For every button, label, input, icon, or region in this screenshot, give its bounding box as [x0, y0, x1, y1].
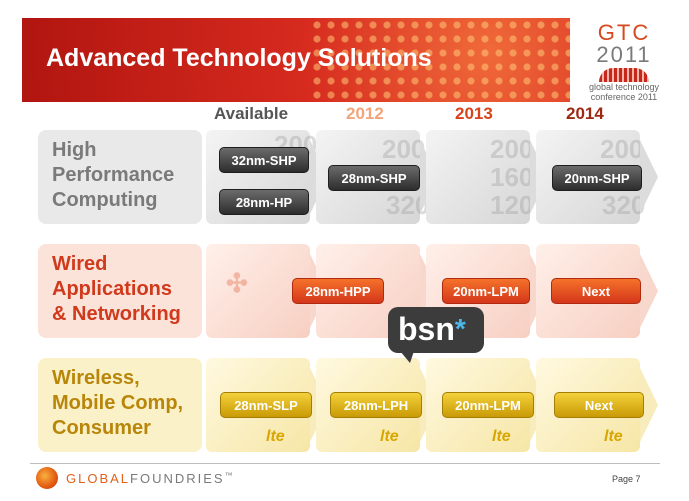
row-label-line: Consumer — [52, 417, 151, 439]
globe-icon — [599, 68, 649, 82]
row-label-line: Performance — [52, 164, 175, 186]
footer-divider — [30, 463, 660, 464]
node-20nm-shp[interactable]: 20nm-SHP — [552, 165, 642, 191]
column-header-available: Available — [214, 104, 289, 123]
row-label-line: High — [52, 139, 97, 161]
node-28nm-hp[interactable]: 28nm-HP — [219, 189, 309, 215]
node-20nm-lpm-wireless[interactable]: 20nm-LPM — [442, 392, 534, 418]
row-label-line: & Networking — [52, 303, 181, 325]
node-28nm-hpp[interactable]: 28nm-HPP — [292, 278, 384, 304]
watermark-text: bsn — [398, 311, 455, 347]
node-20nm-lpm-wired[interactable]: 20nm-LPM — [442, 278, 530, 304]
trademark: ™ — [224, 471, 235, 480]
row-hpc: High Performance Computing 200 200 320 2… — [38, 130, 674, 230]
row-label-line: Mobile Comp, — [52, 392, 184, 414]
row-label-line: Applications — [52, 278, 173, 300]
logo-gtc: GTC — [597, 20, 651, 45]
brand-part-foundries: FOUNDRIES — [130, 471, 225, 486]
brand-name: GLOBALFOUNDRIES™ — [66, 471, 235, 486]
lte-icon: lte — [492, 428, 511, 445]
globalfoundries-logo-icon — [36, 467, 58, 489]
row-label-hpc: High Performance Computing — [38, 130, 202, 224]
page-number: Page 7 — [612, 474, 641, 484]
gauge-digit: 200 — [600, 134, 644, 164]
lte-icon: lte — [604, 428, 623, 445]
asterisk-icon: * — [454, 313, 466, 344]
row-label-line: Wired — [52, 253, 108, 275]
lte-icon: lte — [266, 428, 285, 445]
row-label-line: Computing — [52, 189, 158, 211]
row-label-wireless: Wireless, Mobile Comp, Consumer — [38, 358, 202, 452]
node-next-wireless[interactable]: Next — [554, 392, 644, 418]
column-header-2014: 2014 — [566, 104, 604, 123]
gauge-digit: 160 — [490, 162, 534, 192]
node-32nm-shp[interactable]: 32nm-SHP — [219, 147, 309, 173]
network-cable-icon: ✣ — [226, 268, 248, 298]
node-28nm-slp[interactable]: 28nm-SLP — [220, 392, 312, 418]
gauge-digit: 200 — [382, 134, 426, 164]
gauge-digit: 120 — [490, 190, 534, 220]
gtc-logo: GTC 2011 global technology conference 20… — [574, 18, 674, 104]
arrow-icon — [640, 140, 658, 214]
logo-year: 2011 — [596, 42, 652, 67]
header-banner — [22, 18, 570, 102]
column-header-2012: 2012 — [346, 104, 384, 123]
brand-part-global: GLOBAL — [66, 471, 131, 486]
gauge-digit: 200 — [490, 134, 534, 164]
bsn-watermark: bsn* — [388, 307, 484, 363]
node-next-wired[interactable]: Next — [551, 278, 641, 304]
row-label-wired: Wired Applications & Networking — [38, 244, 202, 338]
arrow-icon — [640, 368, 658, 442]
node-28nm-shp[interactable]: 28nm-SHP — [328, 165, 420, 191]
logo-subtitle-2: conference 2011 — [590, 92, 658, 102]
row-label-line: Wireless, — [52, 367, 140, 389]
arrow-icon — [640, 254, 658, 328]
row-wireless: Wireless, Mobile Comp, Consumer lte lte … — [38, 358, 674, 458]
cell-hpc-2013: 200 160 120 — [426, 130, 534, 224]
node-28nm-lph[interactable]: 28nm-LPH — [330, 392, 422, 418]
logo-subtitle-1: global technology — [588, 82, 660, 92]
column-header-2013: 2013 — [455, 104, 493, 123]
lte-icon: lte — [380, 428, 399, 445]
row-wired: Wired Applications & Networking ✣ 28nm-H… — [38, 244, 674, 344]
gauge-digit: 320 — [602, 190, 646, 220]
slide-title: Advanced Technology Solutions — [46, 44, 432, 72]
